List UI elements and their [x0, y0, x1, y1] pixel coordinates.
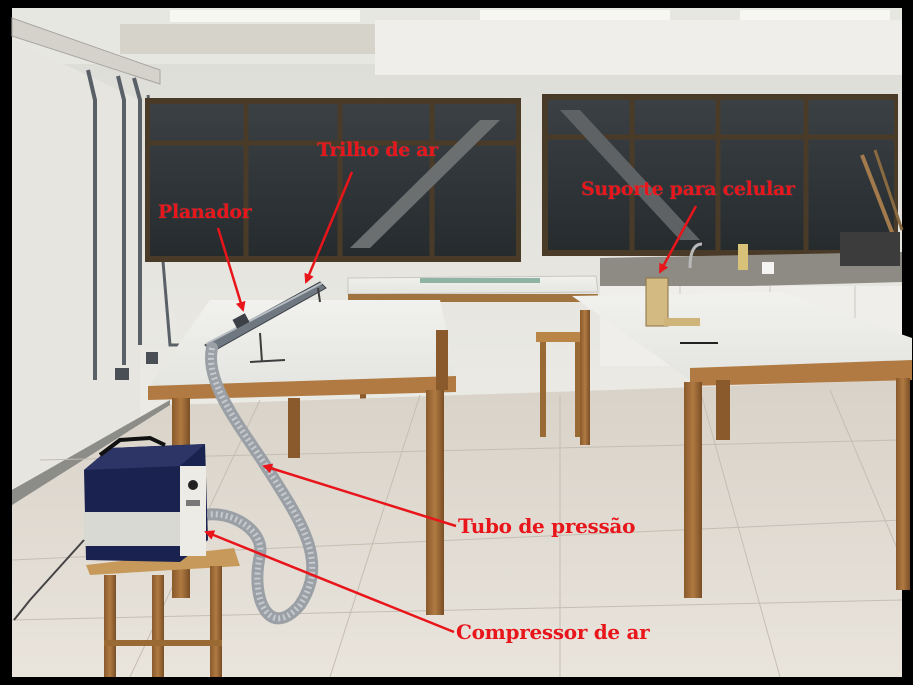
- arrow-tubo: [262, 463, 457, 528]
- arrow-compressor: [204, 530, 455, 634]
- label-tubo-de-pressao: Tubo de pressão: [458, 514, 636, 538]
- label-compressor-de-ar: Compressor de ar: [456, 620, 650, 644]
- label-trilho-de-ar: Trilho de ar: [317, 139, 439, 161]
- arrow-suporte: [658, 205, 698, 274]
- arrow-trilho: [304, 171, 354, 284]
- label-suporte-para-celular: Suporte para celular: [581, 178, 795, 200]
- label-planador: Planador: [158, 201, 252, 223]
- arrow-planador: [216, 227, 246, 312]
